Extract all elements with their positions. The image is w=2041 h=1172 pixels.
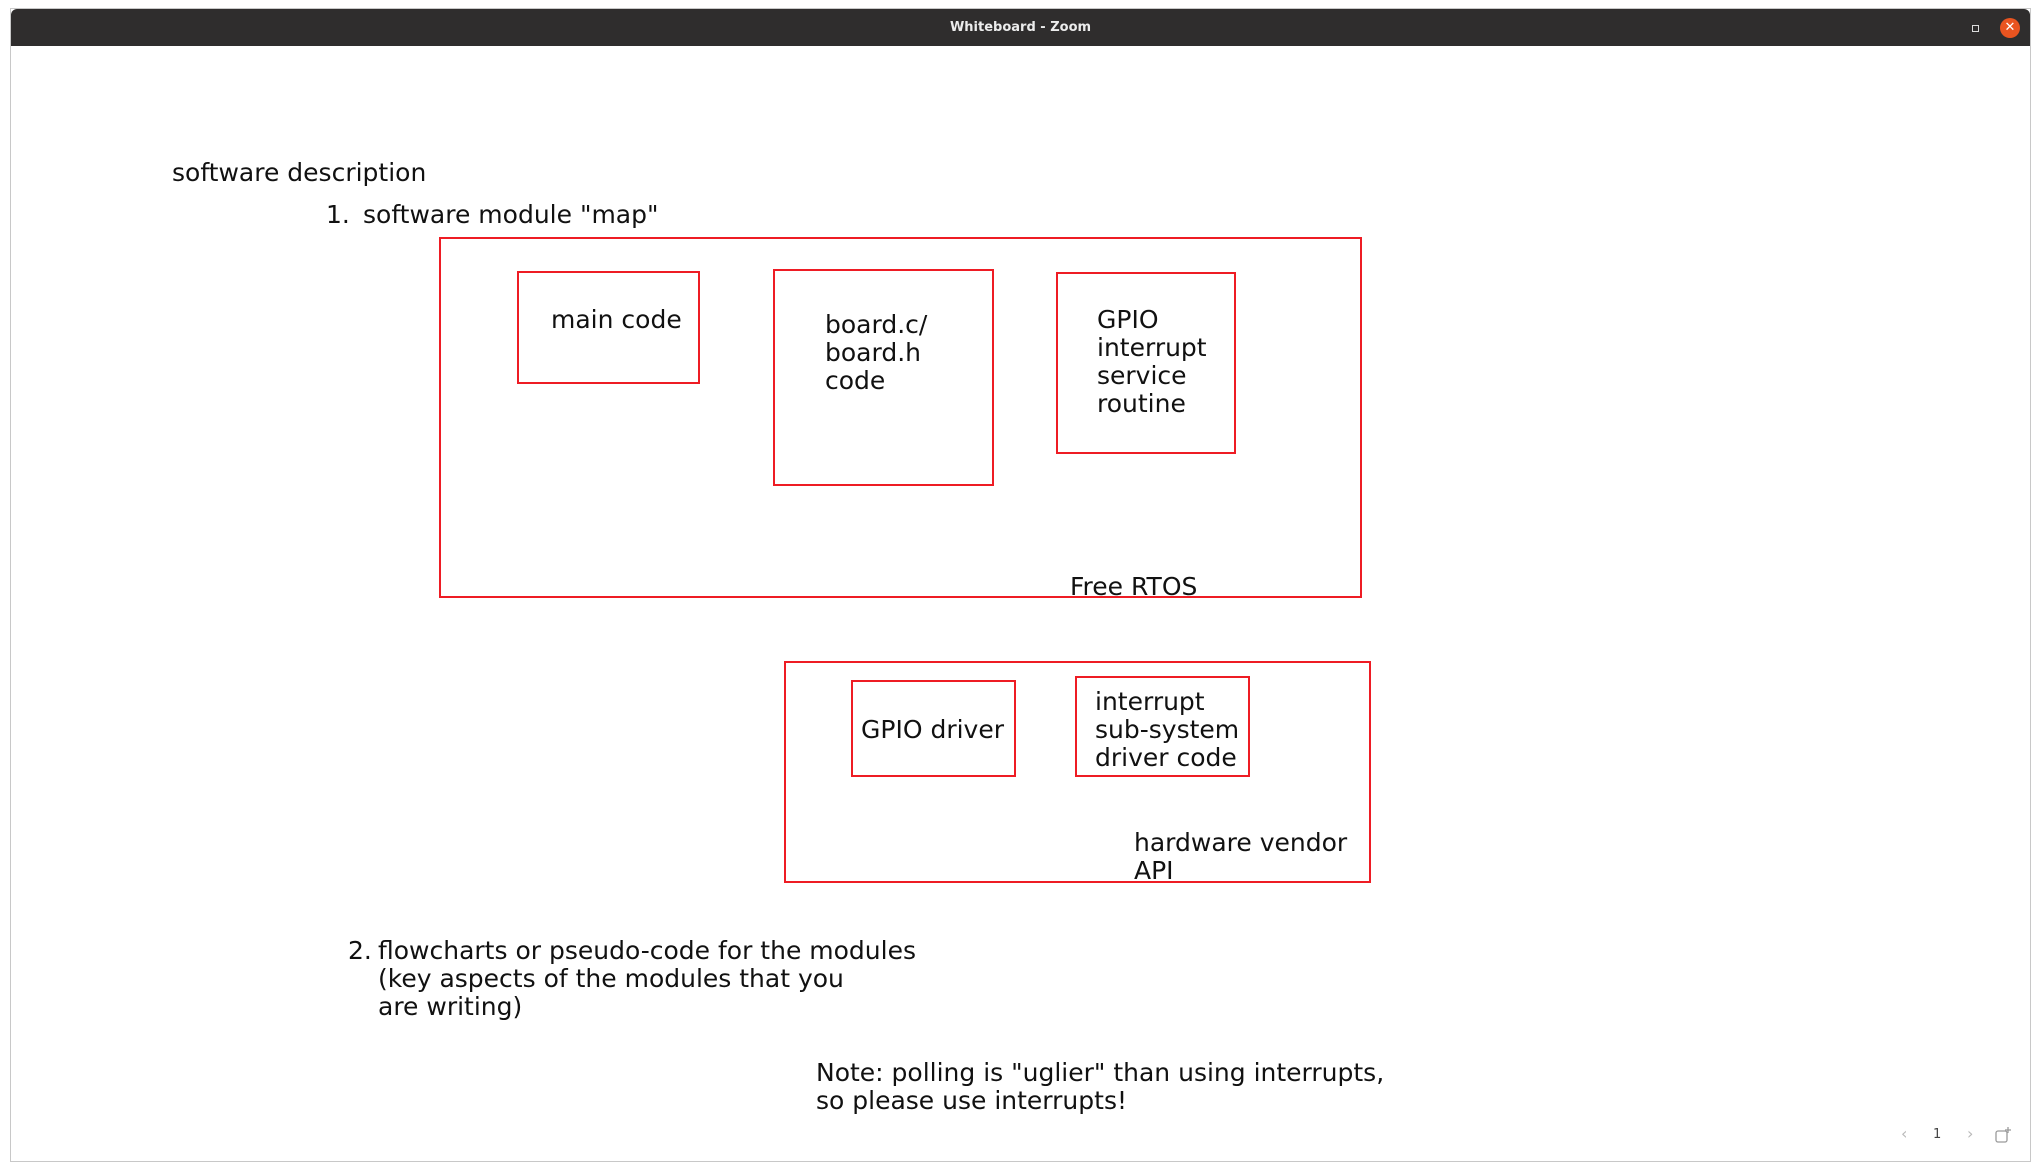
heading-software-description: software description [172, 158, 427, 187]
zoom-whiteboard-window: Whiteboard - Zoom ✕ software description… [10, 8, 2031, 1162]
item1-text: software module "map" [363, 200, 659, 229]
gpio-driver-box [851, 680, 1016, 777]
gpio-isr-box [1056, 272, 1236, 454]
board-code-label: board.c/ board.h code [825, 310, 928, 395]
board-code-box [773, 269, 994, 486]
main-code-label: main code [551, 305, 682, 334]
vendor-api-box [784, 661, 1371, 883]
item1-number: 1. [326, 200, 350, 229]
interrupt-driver-box [1075, 676, 1250, 777]
item2-text: flowcharts or pseudo-code for the module… [378, 936, 916, 1021]
freertos-box [439, 237, 1362, 598]
chevron-left-icon[interactable]: ‹ [1901, 1124, 1908, 1143]
interrupt-driver-label: interrupt sub-system driver code [1095, 687, 1240, 772]
title-bar: Whiteboard - Zoom ✕ [11, 9, 2030, 46]
note-text: Note: polling is "uglier" than using int… [816, 1058, 1385, 1115]
chevron-right-icon[interactable]: › [1967, 1124, 1974, 1143]
item2-number: 2. [348, 936, 372, 965]
page-number: 1 [1933, 1127, 1942, 1142]
gpio-driver-label: GPIO driver [861, 715, 1004, 744]
window-title: Whiteboard - Zoom [949, 20, 1092, 35]
maximize-icon[interactable] [1968, 21, 1982, 35]
close-icon[interactable]: ✕ [2000, 18, 2020, 38]
add-page-icon[interactable] [1994, 1126, 2012, 1144]
whiteboard-canvas[interactable]: software description 1. software module … [11, 46, 2030, 1161]
main-code-box [517, 271, 700, 384]
freertos-label: Free RTOS [1070, 572, 1198, 601]
gpio-isr-label: GPIO interrupt service routine [1097, 305, 1207, 418]
vendor-api-label: hardware vendor API [1134, 828, 1348, 885]
